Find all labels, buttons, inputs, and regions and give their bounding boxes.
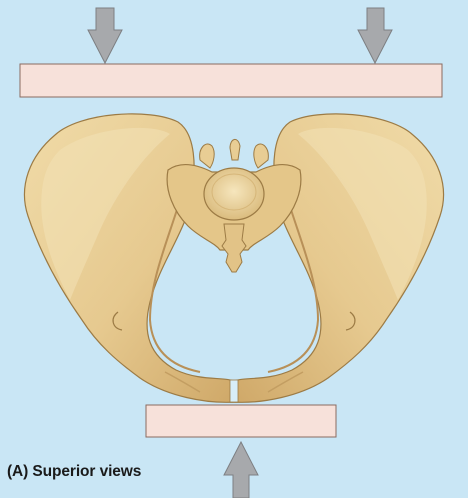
pelvis-bone: [24, 114, 443, 402]
down-arrow-icon: [358, 8, 392, 63]
bottom-compression-plate: [146, 405, 336, 437]
up-arrow-icon: [224, 442, 258, 498]
top-compression-plate: [20, 64, 442, 97]
coccyx: [222, 224, 246, 272]
figure-caption: (A) Superior views: [7, 463, 141, 481]
pubic-symphysis: [230, 380, 238, 402]
down-arrow-icon: [88, 8, 122, 63]
vertebral-body: [204, 168, 264, 220]
